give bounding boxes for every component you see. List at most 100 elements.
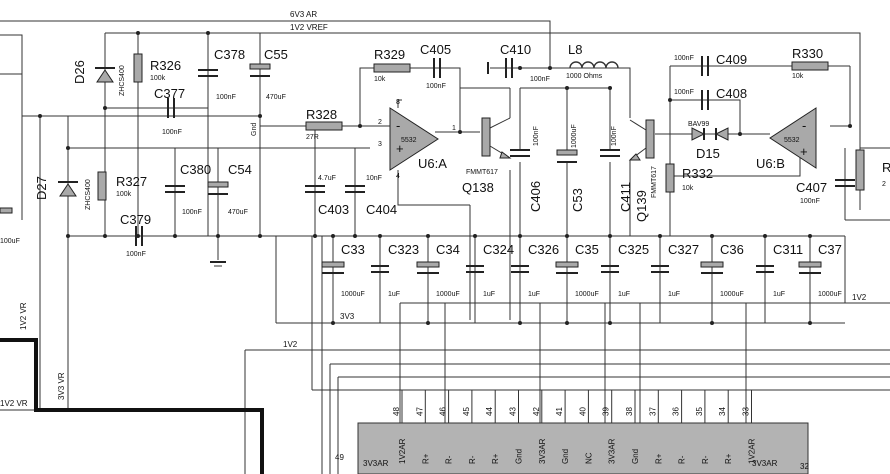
connector-pin-name: R-: [468, 455, 477, 464]
resistor-r-edge: R 2: [855, 149, 890, 191]
c408-ref: C408: [716, 86, 747, 101]
capacitor-c408: C408 100nF: [674, 86, 747, 110]
capacitor-c410: C410 100nF: [487, 42, 550, 83]
net-label-6v3ar: 6V3 AR: [290, 10, 317, 19]
r329-value: 10k: [374, 76, 386, 83]
q138-ref: Q138: [462, 180, 494, 195]
u6b-ref: U6:B: [756, 156, 785, 171]
c410-value: 100nF: [530, 76, 550, 83]
resistor-r332: R332 10k: [665, 163, 713, 193]
connector-pin-number: 44: [485, 407, 494, 416]
c405-ref: C405: [420, 42, 451, 57]
r328-value: 27R: [306, 134, 319, 141]
u6a-minus: -: [396, 118, 400, 133]
capacitor-c377: C377 100nF: [154, 86, 185, 136]
bank-capacitor-ref: C323: [388, 242, 419, 257]
inductor-l8: L8 1000 Ohms: [566, 42, 619, 80]
bank-capacitor-ref: C36: [720, 242, 744, 257]
bank-capacitor-value: 1000uF: [341, 291, 365, 298]
bank-capacitor-c33: C33 1000uF: [321, 242, 365, 298]
zener-d27: D27 ZHCS400: [34, 176, 92, 210]
bank-capacitor-c34: C34 1000uF: [416, 242, 460, 298]
r327-ref: R327: [116, 174, 147, 189]
c377-value: 100nF: [162, 129, 182, 136]
connector-pin-37: 37R+: [648, 390, 663, 464]
bank-capacitor-value: 1000uF: [818, 291, 842, 298]
zener-d26: D26 ZHCS400: [72, 60, 126, 96]
capacitor-left-edge: 100uF: [0, 207, 20, 245]
bank-capacitor-ref: C33: [341, 242, 365, 257]
connector-pin32-name: 3V3AR: [752, 459, 778, 468]
bank-capacitor-value: 1000uF: [575, 291, 599, 298]
c378-value: 100nF: [216, 94, 236, 101]
connector-pin-44: 44R+: [485, 390, 500, 464]
resistor-r328: R328 27R: [305, 107, 343, 141]
c54-ref: C54: [228, 162, 252, 177]
r329-ref: R329: [374, 47, 405, 62]
connector-pin-name: R-: [701, 455, 710, 464]
connector-pin-name: R+: [421, 453, 430, 464]
bank-capacitor-value: 1uF: [773, 291, 785, 298]
u6a-part: 5532: [401, 137, 417, 144]
r326-ref: R326: [150, 58, 181, 73]
connector-pin-name: Gnd: [631, 449, 640, 464]
resistor-r330: R330 10k: [791, 46, 829, 80]
diode-d15: BAV99 D15: [688, 121, 729, 161]
connector-pin-number: 40: [578, 407, 587, 416]
bank-capacitor-ref: C34: [436, 242, 460, 257]
c410-ref: C410: [500, 42, 531, 57]
u6a-pin1: 1: [452, 125, 456, 132]
c55-value: 470uF: [266, 94, 286, 101]
net-label-1v2vr-horizontal: 1V2 VR: [0, 399, 28, 408]
capacitor-c55: C55 470uF Gnd: [249, 47, 288, 136]
connector-pin-name: R+: [724, 453, 733, 464]
c53-ref: C53: [570, 188, 585, 212]
net-label-1v2-top: 1V2: [283, 340, 298, 349]
bank-capacitor-value: 1000uF: [436, 291, 460, 298]
l8-ref: L8: [568, 42, 582, 57]
c407-value: 100nF: [800, 198, 820, 205]
wiring: [0, 20, 890, 474]
c54-value: 470uF: [228, 209, 248, 216]
r332-ref: R332: [682, 166, 713, 181]
u6a-plus: +: [396, 141, 404, 156]
bank-capacitor-ref: C311: [773, 242, 803, 257]
connector-pin-36: 36R-: [672, 390, 687, 464]
d27-ref: D27: [34, 176, 49, 200]
u6b-minus: -: [802, 118, 806, 133]
connector-pin-number: 43: [509, 407, 518, 416]
d26-part: ZHCS400: [119, 65, 126, 96]
connector-pin-name: 1V2AR: [748, 438, 757, 464]
c406-ref: C406: [528, 181, 543, 212]
net-label-1v2vref: 1V2 VREF: [290, 23, 328, 32]
c405-value: 100nF: [426, 83, 446, 90]
d27-part: ZHCS400: [85, 179, 92, 210]
c379-ref: C379: [120, 212, 151, 227]
connector-pin-number: 38: [625, 407, 634, 416]
c411-value: 100nF: [611, 126, 618, 146]
connector-pin-number: 39: [602, 407, 611, 416]
r330-ref: R330: [792, 46, 823, 61]
connector-pin-number: 34: [718, 407, 727, 416]
connector-pin-name: Gnd: [515, 449, 524, 464]
capacitor-c379: C379 100nF: [120, 212, 151, 258]
connector-pin-number: 37: [648, 407, 657, 416]
c404-value: 10nF: [366, 175, 382, 182]
c408-value: 100nF: [674, 89, 694, 96]
q139-ref: Q139: [634, 190, 649, 222]
capacitor-c409: C409 100nF: [674, 52, 747, 76]
connector-pin32-num: 32: [800, 462, 809, 471]
capacitor-c405: C405 100nF: [420, 42, 451, 90]
r326-value: 100k: [150, 75, 166, 82]
capacitor-c53: 1000uF C53: [556, 124, 585, 212]
connector-pin-45: 45R-: [462, 390, 477, 464]
capacitor-c54: C54 470uF: [207, 162, 252, 267]
connector-pin-number: 36: [672, 407, 681, 416]
